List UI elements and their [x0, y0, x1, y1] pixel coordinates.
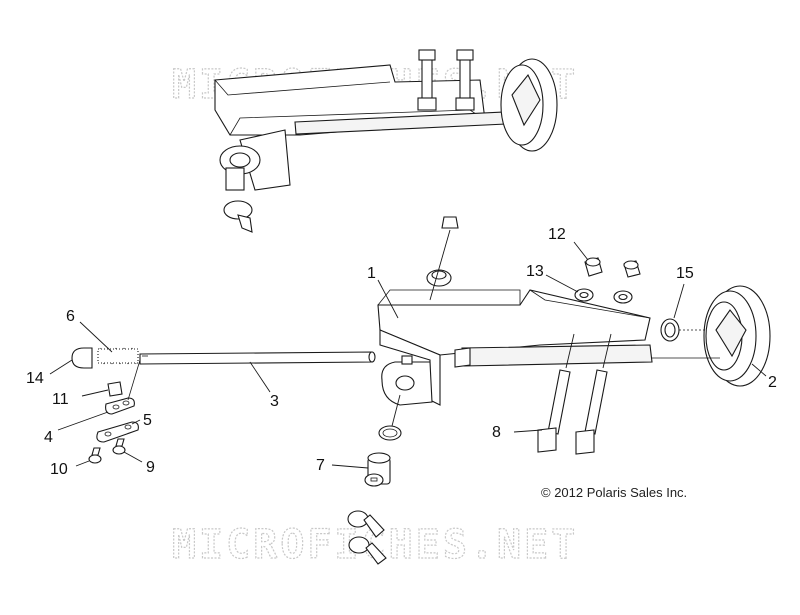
- callout-7: 7: [316, 457, 325, 474]
- part-15-snap-ring: [660, 318, 705, 342]
- callout-6: 6: [66, 308, 75, 325]
- callout-12: 12: [548, 226, 566, 243]
- assembled-view: [214, 49, 558, 233]
- assembled-key: [223, 200, 253, 220]
- part-7-lock-cylinder: [364, 452, 391, 487]
- part-10-screw: [88, 447, 102, 464]
- callout-leaders: [49, 241, 767, 469]
- callout-5: 5: [143, 412, 152, 429]
- o-ring: [378, 425, 402, 441]
- callout-2: 2: [768, 374, 777, 391]
- key-2: [348, 536, 370, 554]
- callout-1: 1: [367, 265, 376, 282]
- callout-11: 11: [52, 391, 69, 408]
- part-11-nut: [107, 381, 123, 397]
- callout-13: 13: [526, 263, 544, 280]
- copyright-notice: © 2012 Polaris Sales Inc.: [541, 485, 687, 500]
- part-3-rod: [139, 351, 376, 365]
- inner-shaft: [461, 344, 653, 367]
- part-9-screw: [112, 438, 126, 455]
- bracket-top-nut: [426, 216, 459, 301]
- part-1-bracket: [377, 289, 651, 406]
- rod-link: [127, 359, 141, 401]
- assembled-lock-housing: [239, 129, 291, 191]
- keys: [347, 510, 387, 565]
- part-2-wheel: [652, 285, 771, 387]
- callout-9: 9: [146, 459, 155, 476]
- part-12-nuts: [584, 257, 641, 278]
- callout-8: 8: [492, 424, 501, 441]
- callout-14: 14: [26, 370, 44, 387]
- part-4-link-plate: [105, 397, 135, 415]
- assembled-bolt-right: [459, 54, 471, 101]
- part-13-washers: [574, 288, 633, 304]
- part-8-bolts: [537, 333, 612, 455]
- part-14-end-cap: [71, 347, 93, 369]
- callout-3: 3: [270, 393, 279, 410]
- callout-4: 4: [44, 429, 53, 446]
- callout-15: 15: [676, 265, 694, 282]
- part-6-spring: [97, 347, 139, 365]
- assembled-bolt-left: [421, 54, 433, 101]
- callout-10: 10: [50, 461, 68, 478]
